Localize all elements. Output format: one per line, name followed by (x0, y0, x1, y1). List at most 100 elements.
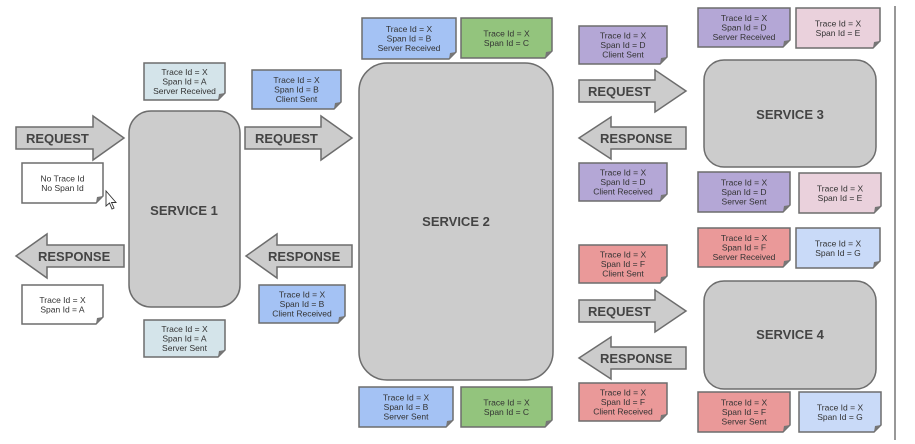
note-line: Trace Id = X (39, 295, 86, 305)
note-fold-corner (873, 41, 880, 48)
note-line: Server Received (713, 32, 776, 42)
arrow-left-shape (577, 115, 687, 161)
note-fold-corner (660, 57, 667, 64)
note-line: Server Sent (384, 412, 430, 422)
arrow-label: REQUEST (588, 304, 651, 319)
note-line: Span Id = D (721, 187, 766, 197)
service-2-box (358, 62, 554, 381)
note-line: Span Id = A (40, 304, 85, 314)
arrow-left-shape (14, 232, 125, 280)
arrow-label: REQUEST (255, 131, 318, 146)
note-line: Trace Id = X (483, 28, 530, 38)
note-fold-corner (660, 414, 667, 421)
note-fold-corner (783, 40, 790, 47)
note-fold-corner (96, 196, 103, 203)
note-fold-corner (334, 102, 341, 109)
note-line: Trace Id = X (386, 24, 433, 34)
note-line: Span Id = F (722, 407, 766, 417)
note-line: Trace Id = X (279, 290, 326, 300)
note-line: Trace Id = X (721, 233, 768, 243)
arrow-label: RESPONSE (600, 351, 673, 366)
arrow-right-shape (15, 114, 126, 162)
note-line: Span Id = B (274, 85, 319, 95)
arrow-label: RESPONSE (268, 249, 341, 264)
note-line: Span Id = B (384, 402, 429, 412)
note-line: Server Received (153, 86, 216, 96)
note-fold-corner (660, 194, 667, 201)
note-line: Span Id = D (721, 23, 766, 33)
note-line: Client Received (593, 187, 653, 197)
arrow-label: RESPONSE (38, 249, 111, 264)
service-1: SERVICE 1 (128, 110, 241, 308)
note-line: Trace Id = X (721, 13, 768, 23)
note-line: Span Id = G (817, 412, 863, 422)
note-line: Trace Id = X (161, 324, 208, 334)
note-line: Client Sent (276, 94, 318, 104)
note-line: Client Received (272, 309, 332, 319)
note-line: Trace Id = X (383, 393, 430, 403)
service-4-box (703, 280, 877, 390)
service-3: SERVICE 3 (703, 59, 877, 168)
arrow-request-s1-to-s2: REQUEST (244, 114, 354, 162)
note-line: Trace Id = X (815, 238, 862, 248)
arrow-response-s2-to-s1: RESPONSE (244, 232, 353, 280)
arrow-response-s4-to-s2: RESPONSE (577, 335, 687, 381)
note-fold-corner (446, 420, 453, 427)
note-line: Client Sent (602, 269, 644, 279)
note-fold-corner (874, 425, 881, 432)
note-line: Span Id = D (600, 177, 645, 187)
note-line: Span Id = B (280, 299, 325, 309)
service-2: SERVICE 2 (358, 62, 554, 381)
note-line: Span Id = F (601, 259, 645, 269)
note-line: Trace Id = X (721, 178, 768, 188)
service-4-label: SERVICE 4 (756, 327, 824, 342)
note-line: Server Received (378, 43, 441, 53)
note-line: Span Id = A (162, 77, 207, 87)
note-fold-corner (218, 350, 225, 357)
note-fold-corner (96, 317, 103, 324)
note-line: Trace Id = X (721, 398, 768, 408)
note-fold-corner (783, 205, 790, 212)
arrow-left-shape (244, 232, 353, 280)
note-line: Trace Id = X (817, 183, 864, 193)
note-line: No Trace Id (41, 173, 85, 183)
note-line: Trace Id = X (483, 397, 530, 407)
arrow-label: REQUEST (588, 84, 651, 99)
note-line: Span Id = F (722, 243, 766, 253)
note-line: Server Sent (162, 343, 208, 353)
arrow-label: REQUEST (26, 131, 89, 146)
note-line: Trace Id = X (161, 67, 208, 77)
note-line: Span Id = D (600, 40, 645, 50)
arrow-request-s2-to-s4: REQUEST (578, 288, 688, 334)
arrow-right-shape (578, 68, 688, 114)
arrow-left-shape (577, 335, 687, 381)
arrow-response-s3-to-s2: RESPONSE (577, 115, 687, 161)
note-line: Client Sent (602, 50, 644, 60)
note-fold-corner (449, 52, 456, 59)
note-line: Span Id = E (816, 28, 861, 38)
note-fold-corner (874, 206, 881, 213)
note-line: Server Sent (722, 197, 768, 207)
mouse-cursor-icon (105, 189, 117, 210)
arrow-request-s2-to-s3: REQUEST (578, 68, 688, 114)
service-1-box (128, 110, 241, 308)
note-fold-corner (338, 316, 345, 323)
service-3-box (703, 59, 877, 168)
note-line: Server Sent (722, 417, 768, 427)
